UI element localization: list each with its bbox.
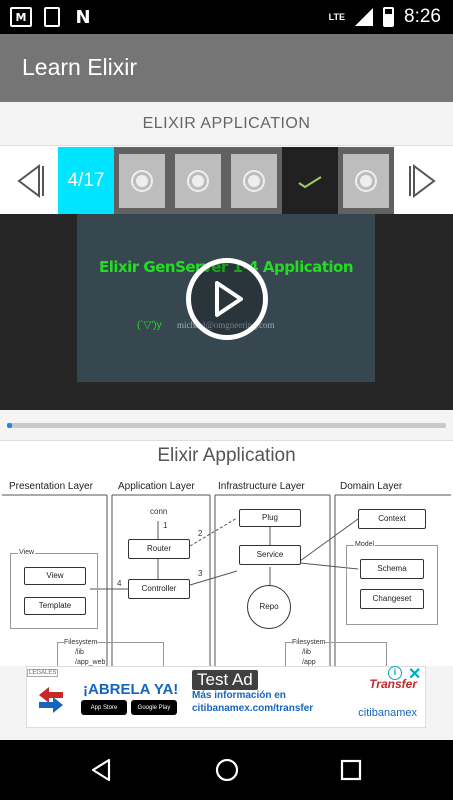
ad-close-icon[interactable]: ✕: [408, 666, 422, 683]
status-bar: M N LTE 8:26: [0, 0, 453, 34]
ad-headline: ¡ABRELA YA!: [83, 681, 179, 698]
slide-thumbnail[interactable]: [226, 147, 282, 214]
battery-icon: [383, 7, 395, 27]
slide-panel: Elixir Application: [0, 440, 453, 669]
video-player[interactable]: Elixir GenServer 1-4 Application (`▽')y …: [0, 214, 453, 410]
ad-banner[interactable]: LEGALES ¡ABRELA YA! App Store Google Pla…: [0, 666, 453, 740]
record-icon: [131, 169, 153, 192]
filesystem-group: [285, 642, 387, 669]
slide-thumbnails: [114, 147, 394, 214]
view-group-title: View: [18, 549, 36, 556]
sd-card-icon: [44, 7, 60, 27]
test-ad-label: Test Ad: [192, 670, 258, 690]
step-label: 3: [198, 569, 203, 578]
context-box: Context: [358, 509, 426, 529]
ad-legal-tag: LEGALES: [27, 669, 59, 677]
filesystem-path: /lib: [75, 649, 84, 656]
video-emoticon: (`▽')y: [137, 320, 162, 331]
check-icon: [298, 175, 322, 188]
skip-previous-icon: [17, 163, 44, 198]
slide-thumbnail[interactable]: [338, 147, 394, 214]
filesystem-path: /app: [302, 659, 316, 666]
schema-box: Schema: [360, 559, 424, 579]
architecture-diagram: Presentation Layer Application Layer Inf…: [0, 481, 453, 669]
slide-thumbnail-current[interactable]: [282, 147, 338, 214]
model-group-title: Model: [354, 541, 376, 548]
clock: 8:26: [404, 6, 441, 27]
app-title: Learn Elixir: [22, 54, 138, 80]
record-icon: [187, 169, 209, 192]
filesystem-path: /lib: [302, 649, 311, 656]
section-title: ELIXIR APPLICATION: [0, 102, 453, 146]
gmail-icon: M: [10, 7, 32, 27]
view-group: [10, 553, 98, 629]
ad-subtext: Más información en citibanamex.com/trans…: [192, 689, 313, 715]
step-label: 2: [198, 529, 203, 538]
diagram-lines: [2, 494, 451, 669]
home-icon: [215, 758, 239, 782]
play-icon: [215, 281, 243, 317]
google-play-badge[interactable]: Google Play: [131, 700, 177, 715]
slide-title: Elixir Application: [157, 445, 296, 466]
ad-brand-secondary: citibanamex: [358, 707, 417, 719]
model-group: [346, 545, 438, 625]
back-icon: [91, 758, 111, 782]
next-slide-button[interactable]: [395, 147, 453, 214]
ad-subtext-line: Más información en: [192, 690, 286, 701]
previous-slide-button[interactable]: [0, 147, 58, 214]
app-bar: Learn Elixir: [0, 34, 453, 102]
service-box: Service: [239, 545, 301, 565]
record-icon: [243, 169, 265, 192]
filesystem-title: Filesystem: [64, 639, 98, 646]
back-button[interactable]: [86, 755, 116, 785]
progress-fill: [7, 423, 12, 428]
system-nav-bar: [0, 740, 453, 800]
recents-icon: [340, 759, 362, 781]
layer-label: Domain Layer: [340, 481, 403, 492]
step-label: 4: [117, 579, 122, 588]
play-button[interactable]: [186, 258, 268, 340]
view-box: View: [24, 567, 86, 585]
filesystem-group: [57, 642, 164, 669]
progress-bar[interactable]: [7, 423, 446, 428]
filesystem-title: Filesystem: [292, 639, 326, 646]
template-box: Template: [24, 597, 86, 615]
controller-box: Controller: [128, 579, 190, 599]
slide-thumbnail[interactable]: [170, 147, 226, 214]
n-app-icon: N: [75, 6, 91, 28]
skip-next-icon: [409, 163, 436, 198]
ad-brand: Transfer: [369, 677, 417, 691]
changeset-box: Changeset: [360, 589, 424, 609]
plug-box: Plug: [239, 509, 301, 527]
layer-label: Infrastructure Layer: [218, 481, 305, 492]
layer-label: Application Layer: [118, 481, 195, 492]
app-store-badge[interactable]: App Store: [81, 700, 127, 715]
signal-icon: [355, 8, 374, 26]
router-box: Router: [128, 539, 190, 559]
slide-counter: 4/17: [58, 147, 114, 214]
step-label: 1: [163, 521, 168, 530]
home-button[interactable]: [212, 755, 242, 785]
conn-label: conn: [150, 507, 168, 516]
filesystem-path: /app_web: [75, 659, 106, 666]
ad-subtext-line: citibanamex.com/transfer: [192, 703, 314, 714]
ad-info-icon[interactable]: i: [388, 666, 402, 680]
record-icon: [355, 169, 377, 192]
slide-navigator: 4/17: [0, 147, 453, 214]
transfer-arrows-icon: [39, 687, 63, 713]
layer-label: Presentation Layer: [9, 481, 93, 492]
repo-box: Repo: [247, 585, 291, 629]
recents-button[interactable]: [336, 755, 366, 785]
slide-thumbnail[interactable]: [114, 147, 170, 214]
network-type: LTE: [328, 12, 346, 22]
video-progress: [0, 410, 453, 440]
